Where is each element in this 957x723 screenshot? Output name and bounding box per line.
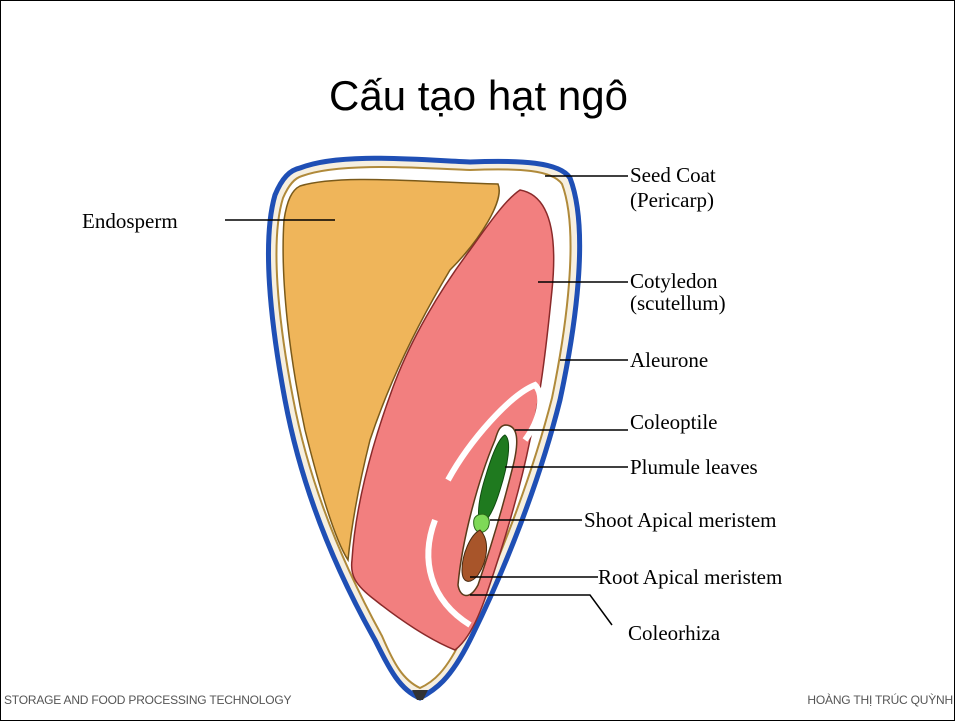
- label-aleurone: Aleurone: [630, 348, 708, 372]
- label-seed-coat: Seed Coat: [630, 163, 716, 187]
- label-shoot-apical-meristem: Shoot Apical meristem: [584, 508, 776, 532]
- label-scutellum: (scutellum): [630, 291, 726, 315]
- label-coleorhiza: Coleorhiza: [628, 621, 721, 645]
- footer-author: HOÀNG THỊ TRÚC QUỲNH: [807, 693, 953, 707]
- label-pericarp: (Pericarp): [630, 188, 714, 212]
- label-root-apical-meristem: Root Apical meristem: [598, 565, 782, 589]
- label-endosperm: Endosperm: [82, 209, 178, 233]
- label-coleoptile: Coleoptile: [630, 410, 718, 434]
- label-plumule-leaves: Plumule leaves: [630, 455, 758, 479]
- shoot-apical-meristem: [474, 514, 490, 532]
- label-cotyledon: Cotyledon: [630, 269, 718, 293]
- footer-course: STORAGE AND FOOD PROCESSING TECHNOLOGY: [4, 693, 291, 707]
